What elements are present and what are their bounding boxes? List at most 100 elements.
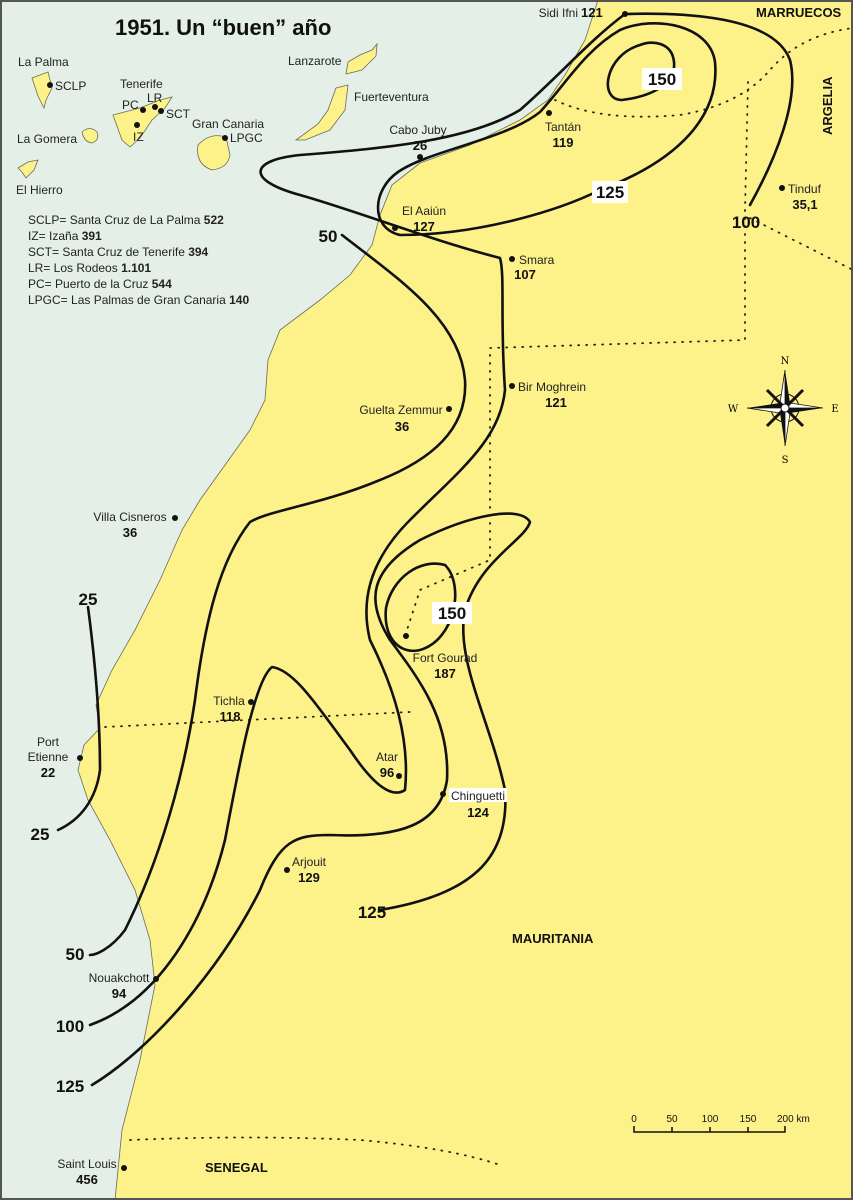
svg-text:50: 50 xyxy=(666,1114,678,1125)
contour-label: 125 xyxy=(596,183,624,202)
contour-label: 150 xyxy=(648,70,676,89)
svg-text:36: 36 xyxy=(395,419,409,434)
island-la-palma xyxy=(31,71,53,110)
svg-text:Smara: Smara xyxy=(519,253,555,267)
svg-text:Tenerife: Tenerife xyxy=(120,77,163,91)
svg-text:100: 100 xyxy=(702,1114,719,1125)
svg-text:Fort Gourad: Fort Gourad xyxy=(413,651,478,665)
svg-text:Fuerteventura: Fuerteventura xyxy=(354,90,429,104)
contour-label: 100 xyxy=(732,213,760,232)
svg-text:SCT= Santa Cruz de Tenerife 39: SCT= Santa Cruz de Tenerife 394 xyxy=(28,245,209,259)
svg-text:Cabo Juby: Cabo Juby xyxy=(389,123,446,137)
svg-text:Gran Canaria: Gran Canaria xyxy=(192,117,264,131)
svg-text:S: S xyxy=(782,455,789,466)
svg-text:ARGELIA: ARGELIA xyxy=(820,76,835,135)
scale-bar: 0 50 100 150 200 km xyxy=(631,1114,810,1133)
contour-label: 50 xyxy=(319,227,338,246)
isohyets xyxy=(56,12,794,1087)
contour-labels: 150 125 100 50 150 25 25 50 100 125 125 xyxy=(31,68,760,1096)
svg-text:121: 121 xyxy=(581,5,603,20)
svg-text:96: 96 xyxy=(380,765,394,780)
svg-text:LPGC= Las Palmas de Gran Canar: LPGC= Las Palmas de Gran Canaria 140 xyxy=(28,293,249,307)
svg-text:MARRUECOS: MARRUECOS xyxy=(756,5,842,20)
svg-text:107: 107 xyxy=(514,267,536,282)
island-gran-canaria xyxy=(197,135,231,171)
svg-text:W: W xyxy=(728,404,739,415)
svg-text:E: E xyxy=(831,404,838,415)
svg-text:26: 26 xyxy=(413,138,427,153)
svg-text:PC: PC xyxy=(122,98,139,112)
svg-text:0: 0 xyxy=(631,1114,637,1125)
svg-text:MAURITANIA: MAURITANIA xyxy=(512,931,594,946)
svg-text:Sidi Ifni: Sidi Ifni xyxy=(539,6,578,20)
svg-text:Tantán: Tantán xyxy=(545,120,581,134)
svg-text:Arjouit: Arjouit xyxy=(292,855,327,869)
svg-text:Saint Louis: Saint Louis xyxy=(57,1157,116,1171)
contour-label: 50 xyxy=(66,945,85,964)
island-la-gomera xyxy=(81,128,99,144)
svg-text:Lanzarote: Lanzarote xyxy=(288,54,342,68)
svg-text:SENEGAL: SENEGAL xyxy=(205,1160,268,1175)
svg-text:Port: Port xyxy=(37,735,60,749)
svg-text:Etienne: Etienne xyxy=(28,750,69,764)
political-borders xyxy=(104,27,853,1166)
svg-text:121: 121 xyxy=(545,395,567,410)
svg-text:SCT: SCT xyxy=(166,107,191,121)
svg-text:LPGC: LPGC xyxy=(230,131,263,145)
contour-label: 100 xyxy=(56,1017,84,1036)
svg-text:Tinduf: Tinduf xyxy=(788,182,822,196)
svg-text:IZ: IZ xyxy=(133,130,144,144)
isohyet-100 xyxy=(88,12,794,1027)
svg-text:LR: LR xyxy=(147,91,163,105)
island-tenerife xyxy=(112,96,173,148)
svg-text:119: 119 xyxy=(553,135,574,150)
country-names: MARRUECOS ARGELIA MAURITANIA SENEGAL xyxy=(205,5,842,1175)
island-fuerteventura xyxy=(294,84,349,141)
svg-text:Tichla: Tichla xyxy=(213,694,245,708)
isohyet-25 xyxy=(56,605,102,832)
svg-text:La Gomera: La Gomera xyxy=(17,132,77,146)
svg-text:Nouakchott: Nouakchott xyxy=(89,971,150,985)
svg-text:SCLP: SCLP xyxy=(55,79,86,93)
svg-text:SCLP= Santa Cruz de La Palma 5: SCLP= Santa Cruz de La Palma 522 xyxy=(28,213,224,227)
contour-label: 125 xyxy=(56,1077,84,1096)
isohyet-50 xyxy=(88,233,467,957)
svg-text:El Hierro: El Hierro xyxy=(16,183,63,197)
svg-text:La Palma: La Palma xyxy=(18,55,69,69)
svg-text:22: 22 xyxy=(41,765,55,780)
svg-text:Chinguetti: Chinguetti xyxy=(451,789,505,803)
svg-text:35,1: 35,1 xyxy=(792,197,817,212)
isohyet-125-north xyxy=(376,22,717,237)
svg-text:118: 118 xyxy=(220,709,241,724)
svg-text:124: 124 xyxy=(467,805,489,820)
mainland-africa xyxy=(77,0,853,1200)
island-lanzarote xyxy=(345,42,378,75)
isohyet-125-south xyxy=(90,512,532,1087)
contour-label: 125 xyxy=(358,903,386,922)
svg-text:N: N xyxy=(781,356,790,367)
compass-rose-icon: N S E W xyxy=(728,356,839,466)
svg-text:Bir Moghrein: Bir Moghrein xyxy=(518,380,586,394)
isohyet-150-north xyxy=(606,41,676,102)
svg-text:El Aaiún: El Aaiún xyxy=(402,204,446,218)
svg-text:Villa Cisneros: Villa Cisneros xyxy=(93,510,166,524)
svg-text:IZ= Izaña 391: IZ= Izaña 391 xyxy=(28,229,102,243)
